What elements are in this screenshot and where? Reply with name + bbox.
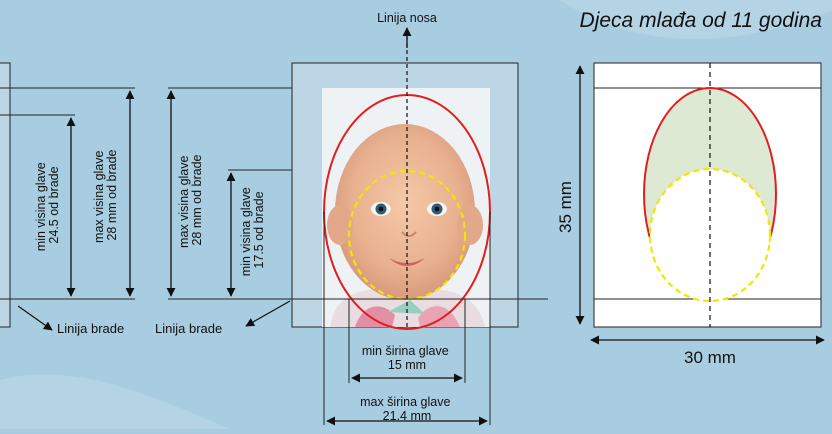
left-min-head-label: min visina glave 24.5 od brade bbox=[34, 159, 61, 251]
background-swoosh bbox=[560, 0, 832, 39]
left-frame bbox=[0, 62, 135, 328]
baby-face bbox=[335, 124, 475, 300]
nose-line-label: Linija nosa bbox=[377, 11, 437, 25]
mid-min-head-label: min visina glave 17.5 od brade bbox=[239, 184, 266, 276]
chin-line-right-label: Linija brade bbox=[155, 321, 222, 336]
chin-line-left-label: Linija brade bbox=[57, 321, 124, 336]
width-label: 30 mm bbox=[684, 348, 736, 367]
left-max-head-label: max visina glave 28 mm od brade bbox=[92, 147, 119, 243]
chin-line-right-pointer bbox=[245, 300, 291, 327]
schematic-frame bbox=[593, 62, 822, 328]
height-label: 35 mm bbox=[556, 181, 575, 233]
max-width-label: max širina glave 21.4 mm bbox=[360, 395, 454, 423]
min-width-label: min širina glave 15 mm bbox=[362, 344, 452, 372]
diagram-title: Djeca mlađa od 11 godina bbox=[580, 9, 822, 32]
baby-photo bbox=[291, 62, 519, 328]
background-swoosh bbox=[0, 374, 230, 429]
mid-max-head-label: max visina glave 28 mm od brade bbox=[177, 152, 204, 248]
chin-line-left-pointer bbox=[17, 305, 53, 331]
